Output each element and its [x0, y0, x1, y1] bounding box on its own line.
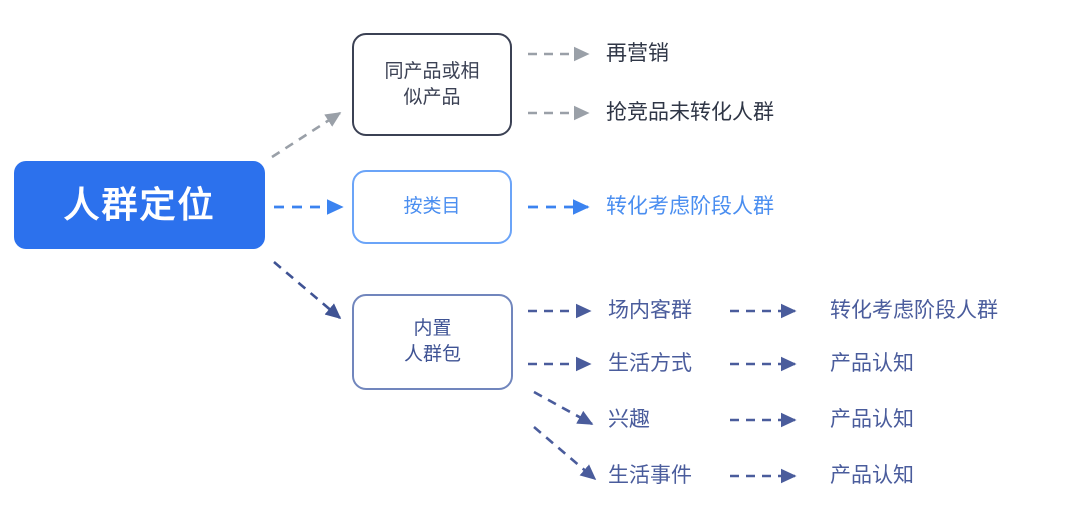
root-node-audience-targeting[interactable]: 人群定位 — [14, 161, 265, 249]
branch-label-line-1: 内置 — [413, 318, 452, 340]
leaf-remarketing: 再营销 — [606, 42, 669, 65]
leaf-life-event: 生活事件 — [608, 464, 692, 487]
leaf-lifestyle: 生活方式 — [608, 352, 692, 375]
branch-label-line-2: 人群包 — [403, 344, 461, 365]
leaf-interest: 兴趣 — [608, 408, 650, 431]
branch-label-line-1: 按类目 — [403, 196, 461, 218]
leaf-in-venue-customer-group: 场内客群 — [608, 299, 692, 322]
edge-root-to-branch1 — [271, 111, 342, 159]
branch-box-label: 内置 人群包 — [404, 316, 461, 367]
branch-box-label: 按类目 — [403, 194, 460, 220]
edge-branch3-leaf4 — [533, 426, 597, 481]
branch-label-line-2: 似产品 — [403, 86, 461, 108]
branch-box-by-category[interactable]: 按类目 — [352, 170, 512, 244]
branch-box-label: 同产品或相 似产品 — [384, 59, 479, 110]
subleaf-product-awareness-3: 产品认知 — [830, 464, 914, 487]
edge-branch3-leaf3 — [533, 390, 594, 426]
branch-box-built-in-audience-pack[interactable]: 内置 人群包 — [352, 294, 513, 390]
leaf-conversion-consideration-stage-audience: 转化考虑阶段人群 — [606, 195, 774, 218]
branch-box-same-or-similar-product[interactable]: 同产品或相 似产品 — [352, 33, 512, 136]
edge-root-to-branch3 — [273, 261, 342, 320]
subleaf-conversion-consideration-stage-audience: 转化考虑阶段人群 — [830, 299, 998, 322]
subleaf-product-awareness-1: 产品认知 — [830, 352, 914, 375]
leaf-competitor-unconverted-audience: 抢竞品未转化人群 — [606, 101, 774, 124]
subleaf-product-awareness-2: 产品认知 — [830, 408, 914, 431]
branch-label-line-1: 同产品或相 — [384, 60, 480, 82]
root-node-label: 人群定位 — [63, 184, 216, 225]
